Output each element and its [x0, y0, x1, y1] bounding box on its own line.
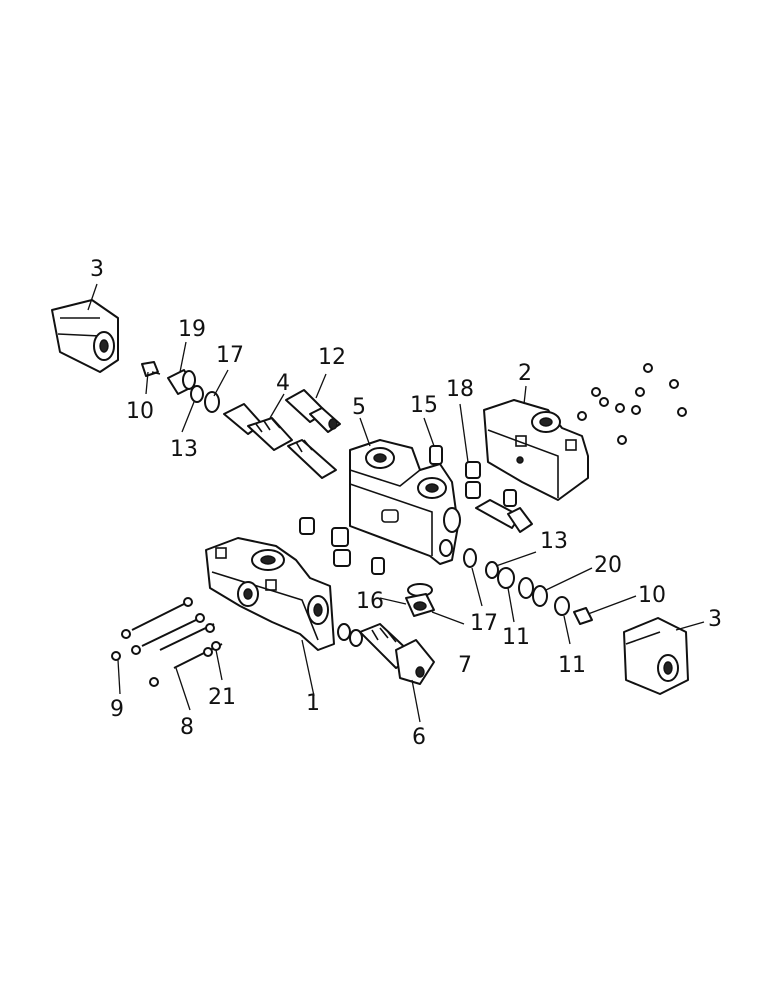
callout-10-right: 10	[638, 583, 666, 608]
part-9-nuts	[111, 645, 141, 661]
callout-10-left: 10	[126, 399, 154, 424]
callout-11-b: 11	[558, 653, 586, 678]
callout-1: 1	[306, 691, 320, 716]
part-13-washer-left	[190, 385, 204, 403]
callout-21: 21	[208, 685, 236, 710]
part-2-end-section	[483, 399, 589, 501]
callout-18: 18	[446, 377, 474, 402]
seals-between-sections	[299, 517, 385, 575]
callout-12: 12	[318, 345, 346, 370]
callout-16: 16	[356, 589, 384, 614]
callout-4: 4	[276, 371, 290, 396]
part-5-valve-section	[349, 439, 461, 565]
callout-13-right: 13	[540, 529, 568, 554]
part-20-rings	[518, 577, 548, 607]
part-8-tie-rods	[121, 597, 223, 669]
part-3-end-cap-left	[51, 299, 119, 373]
part-21-washers	[149, 647, 213, 687]
part-10-screw-left	[141, 361, 161, 377]
callout-6: 6	[412, 725, 426, 750]
part-4-spool	[223, 403, 337, 479]
part-11-washers	[497, 567, 570, 616]
part-3-end-cap-right	[623, 617, 689, 695]
callout-8: 8	[180, 715, 194, 740]
callout-7: 7	[458, 653, 472, 678]
part-17-o-ring-right	[463, 548, 477, 568]
callout-17-right: 17	[470, 611, 498, 636]
callout-labels: 3 19 17 12 4 5 15 18 2 10 13 13 20 10 3 …	[90, 257, 722, 750]
callout-19: 19	[178, 317, 206, 342]
plug-right-of-section	[475, 499, 533, 533]
callout-2: 2	[518, 361, 532, 386]
part-1-inlet-section	[205, 537, 335, 651]
callout-5: 5	[352, 395, 366, 420]
part-18-seals	[465, 461, 517, 507]
small-nuts-cluster	[577, 363, 687, 445]
part-17-o-ring-left	[204, 391, 220, 413]
callout-11-a: 11	[502, 625, 530, 650]
part-15-seal	[429, 445, 443, 465]
callout-17-left: 17	[216, 343, 244, 368]
callout-9: 9	[110, 697, 124, 722]
callout-20: 20	[594, 553, 622, 578]
part-7-plug	[405, 593, 435, 617]
part-10-screw-right	[573, 607, 593, 625]
part-13-washer-right	[485, 561, 499, 579]
part-12-relief-cartridge	[285, 389, 341, 433]
callout-3-top: 3	[90, 257, 104, 282]
part-6-main-spool	[337, 623, 435, 685]
callout-15: 15	[410, 393, 438, 418]
leader-lines	[87, 283, 705, 723]
callout-13-left: 13	[170, 437, 198, 462]
callout-3-right: 3	[708, 607, 722, 632]
